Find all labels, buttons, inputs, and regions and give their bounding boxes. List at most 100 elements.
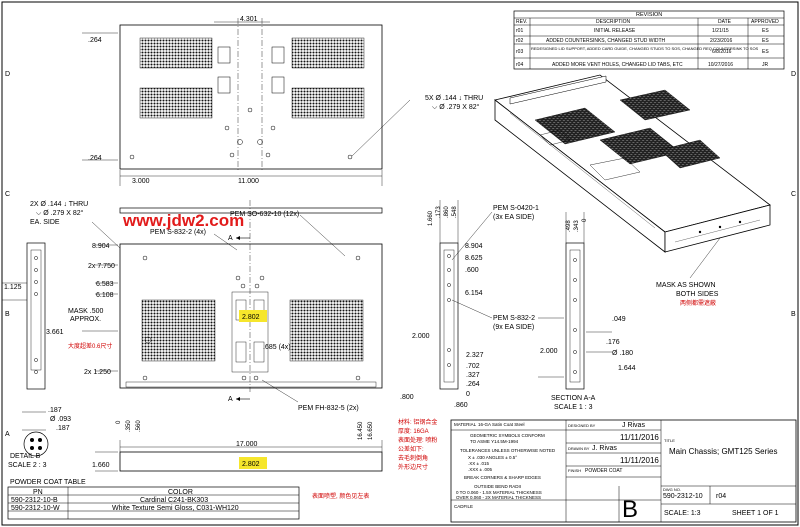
svg-text:.049: .049 xyxy=(612,316,626,323)
svg-text:.560: .560 xyxy=(136,420,142,432)
svg-text:APPROVED: APPROVED xyxy=(751,19,779,25)
dim-264-top: .264 xyxy=(88,37,102,44)
svg-text:TITLE: TITLE xyxy=(664,438,675,443)
dim-1-660: 1.660 xyxy=(92,462,110,469)
pem-side-note: PEM S-832-2 (4x) xyxy=(150,229,206,236)
svg-text:.702: .702 xyxy=(466,363,480,370)
svg-text:(3x EA SIDE): (3x EA SIDE) xyxy=(493,214,534,221)
svg-text:REVISION: REVISION xyxy=(636,12,662,18)
svg-text:White Texture Semi Gloss, C031: White Texture Semi Gloss, C031-WH120 xyxy=(112,505,239,512)
drawn-date: 11/11/2016 xyxy=(620,456,659,465)
svg-text:厚度: 16GA: 厚度: 16GA xyxy=(398,427,429,435)
svg-text:.173: .173 xyxy=(436,206,442,218)
section-view xyxy=(538,212,612,390)
svg-text:B: B xyxy=(791,311,796,318)
svg-text:.860: .860 xyxy=(454,402,468,409)
svg-text:A: A xyxy=(228,235,233,242)
svg-text:外形边尺寸: 外形边尺寸 xyxy=(398,463,428,471)
dim-1-125: 1.125 xyxy=(4,284,22,291)
svg-text:(9x EA SIDE): (9x EA SIDE) xyxy=(493,324,534,331)
svg-text:r01: r01 xyxy=(516,28,523,34)
svg-text:.548: .548 xyxy=(452,206,458,218)
drawing-number: 590-2312-10 xyxy=(663,493,703,500)
svg-text:POWDER COAT: POWDER COAT xyxy=(585,468,622,474)
svg-text:公差如下:: 公差如下: xyxy=(398,445,424,453)
svg-text:CADFILE: CADFILE xyxy=(454,504,473,509)
svg-text:Ø .093: Ø .093 xyxy=(50,416,71,423)
svg-text:2.000: 2.000 xyxy=(540,348,558,355)
svg-text:6.108: 6.108 xyxy=(96,292,114,299)
svg-text:DRAWN BY: DRAWN BY xyxy=(568,446,590,451)
highlight-2-802: 2.802 xyxy=(242,314,260,321)
svg-text:MASK .500: MASK .500 xyxy=(68,308,104,315)
title-block xyxy=(450,419,797,523)
top-view xyxy=(82,18,411,186)
svg-text:D: D xyxy=(791,71,796,78)
svg-text:B: B xyxy=(5,311,10,318)
svg-text:1/21/15: 1/21/15 xyxy=(712,28,729,34)
svg-text:6.583: 6.583 xyxy=(96,281,114,288)
svg-text:16.450: 16.450 xyxy=(358,421,364,440)
svg-text:表面处理: 喷粉: 表面处理: 喷粉 xyxy=(398,436,437,444)
svg-text:DWG NO.: DWG NO. xyxy=(663,487,681,492)
svg-text:A: A xyxy=(228,396,233,403)
svg-text:.343: .343 xyxy=(574,220,580,232)
svg-text:X ± .030 ANGLES ± 0.5°: X ± .030 ANGLES ± 0.5° xyxy=(468,455,517,460)
dim-3-000: 3.000 xyxy=(132,178,150,185)
dim-4-301: 4.301 xyxy=(240,16,258,23)
dim-685: .685 (4x) xyxy=(263,344,291,351)
svg-text:REV.: REV. xyxy=(516,19,527,25)
svg-text:3.661: 3.661 xyxy=(46,329,64,336)
pem-s0420-note: PEM S-0420-1 xyxy=(493,205,539,212)
cn-front-note: 大度超差0.6尺寸 xyxy=(68,342,112,350)
svg-text:.187: .187 xyxy=(48,407,62,414)
svg-text:0 TO 0.060 - 1.5X MATERIAL THI: 0 TO 0.060 - 1.5X MATERIAL THICKNESS xyxy=(456,490,542,495)
cn-mask-note: 两侧都需遮蔽 xyxy=(680,299,716,307)
revision-value: r04 xyxy=(716,493,726,500)
detail-b-title: DETAIL B xyxy=(10,453,41,460)
svg-text:C: C xyxy=(791,191,796,198)
svg-text:APPROX.: APPROX. xyxy=(70,316,101,323)
svg-text:1.644: 1.644 xyxy=(618,365,636,372)
svg-text:C: C xyxy=(5,191,10,198)
cn-bottom-note: 表面喷塑, 颜色见左表 xyxy=(312,492,369,500)
svg-text:2.327: 2.327 xyxy=(466,352,484,359)
sheet-value: SHEET 1 OF 1 xyxy=(732,510,779,517)
mask-note: MASK AS SHOWN xyxy=(656,282,716,289)
revision-table xyxy=(513,10,785,70)
cn-material-note: 材料: 铝钢合金 xyxy=(398,418,437,426)
svg-text:.350: .350 xyxy=(126,420,132,432)
svg-text:TO ASME Y14.5M-1994: TO ASME Y14.5M-1994 xyxy=(470,439,519,444)
iso-labels: MASK AS SHOWN BOTH SIDES 两侧都需遮蔽 xyxy=(656,282,719,307)
svg-text:.327: .327 xyxy=(466,372,480,379)
svg-text:r04: r04 xyxy=(516,62,523,68)
svg-text:r02: r02 xyxy=(516,38,523,44)
bottom-view-labels: 17.000 1.660 2.802 xyxy=(92,441,260,469)
svg-text:DESIGNED BY: DESIGNED BY xyxy=(568,423,596,428)
watermark: www.jdw2.com xyxy=(122,211,244,230)
pem-bottom-note: PEM FH-832-5 (2x) xyxy=(298,405,359,412)
svg-text:.187: .187 xyxy=(56,425,70,432)
svg-text:16-GA Satin Coat Steel: 16-GA Satin Coat Steel xyxy=(478,422,525,427)
powder-coat-table xyxy=(7,486,300,520)
svg-text:.800: .800 xyxy=(400,394,414,401)
powder-coat-text: POWDER COAT TABLE PN COLOR 590-2312-10-B… xyxy=(10,479,239,512)
svg-text:PN: PN xyxy=(33,489,43,496)
dim-11-000: 11.000 xyxy=(238,178,259,185)
svg-text:去毛刺倒角: 去毛刺倒角 xyxy=(398,454,428,462)
front-view-labels: PEM SO-632-10 (12x) PEM S-832-2 (4x) PEM… xyxy=(30,201,484,440)
svg-text:8.625: 8.625 xyxy=(465,255,483,262)
svg-text:DESCRIPTION: DESCRIPTION xyxy=(596,19,631,25)
svg-text:TOLERANCES UNLESS OTHERWISE NO: TOLERANCES UNLESS OTHERWISE NOTED xyxy=(460,448,556,453)
svg-text:.600: .600 xyxy=(465,267,479,274)
svg-text:1.660: 1.660 xyxy=(428,210,434,226)
svg-text:590-2312-10-W: 590-2312-10-W xyxy=(11,505,60,512)
svg-text:ES: ES xyxy=(762,49,769,55)
svg-text:.XXX ± .005: .XXX ± .005 xyxy=(468,467,492,472)
detail-labels: 1.125 .187 Ø .093 .187 DETAIL B SCALE 2 … xyxy=(4,284,71,469)
svg-text:16.650: 16.650 xyxy=(368,421,374,440)
designer-name: J Rivas xyxy=(622,422,645,429)
svg-text:6/8/2016: 6/8/2016 xyxy=(712,49,732,55)
